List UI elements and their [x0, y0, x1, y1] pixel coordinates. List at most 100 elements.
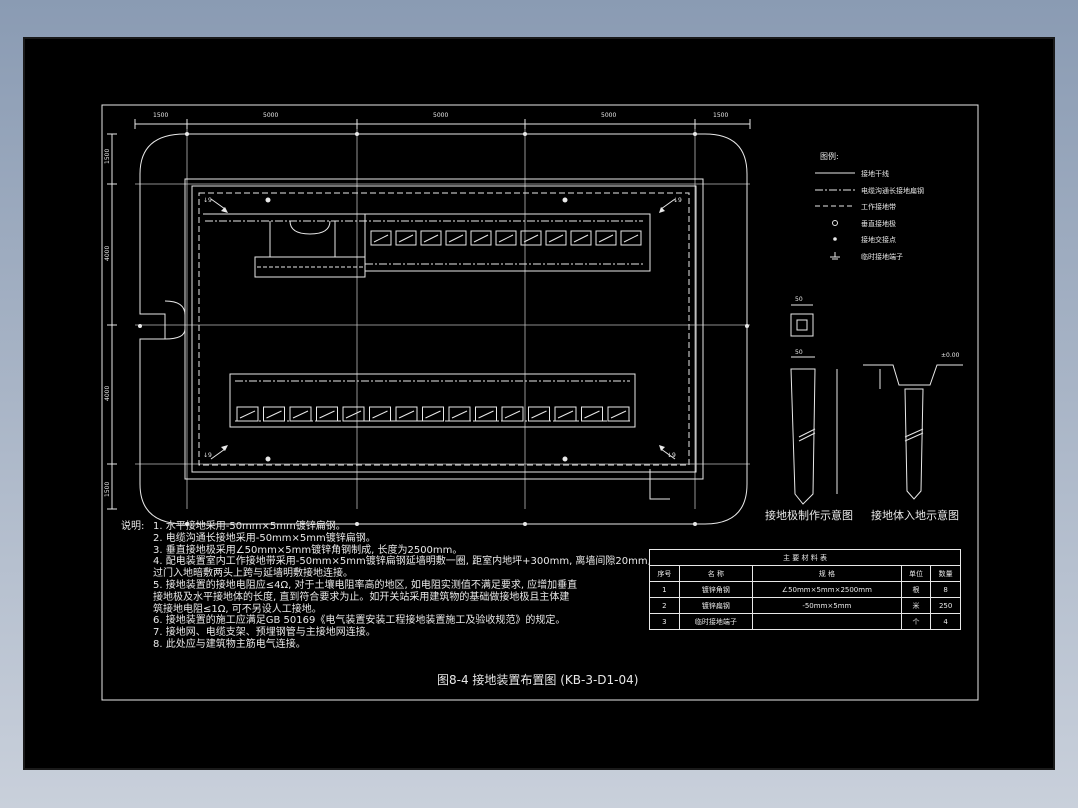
legend-title: 图例: — [820, 152, 839, 161]
cabinet-mark — [557, 410, 574, 419]
lower-cable-trench — [229, 373, 636, 428]
materials-cell: 8 — [930, 581, 961, 598]
cabinet-mark — [473, 234, 489, 243]
materials-header-cell: 规 格 — [752, 565, 902, 582]
upper-cabinet-row — [370, 230, 642, 246]
cabinet — [263, 406, 285, 422]
notes-title: 说明: — [121, 521, 145, 532]
legend-item-label: 接地干线 — [861, 170, 889, 178]
note-item: 接地极及水平接地体的长度, 直到符合要求为止。如开关站采用建筑物的基础做接地极且… — [153, 591, 570, 603]
cabinet-mark — [504, 410, 521, 419]
materials-cell: 镀锌角钢 — [678, 581, 754, 598]
dim-top-1: 1500 — [153, 112, 168, 119]
cabinet — [422, 406, 444, 422]
legend-item-label: 工作接地带 — [861, 203, 896, 211]
cabinet — [475, 406, 497, 422]
grade-elevation-mark: ±0.00 — [941, 352, 960, 359]
cabinet — [289, 406, 312, 422]
dim-top-3: 5000 — [433, 112, 448, 119]
materials-cell: 3 — [649, 613, 680, 630]
legend-item: 接地交接点 — [815, 235, 896, 245]
cabinet-mark — [584, 410, 600, 419]
door-right — [649, 469, 670, 500]
cabinet-mark — [598, 234, 614, 243]
legend-item-label: 接地交接点 — [861, 236, 896, 244]
notes-list: 1. 水平接地采用-50mm×5mm镀锌扁钢。2. 电缆沟通长接地采用-50mm… — [153, 521, 651, 651]
cabinet — [607, 406, 630, 422]
materials-table-header: 序号名 称规 格单位数量 — [649, 565, 961, 582]
cabinet-mark — [373, 234, 389, 243]
detail-electrode-in-ground — [863, 364, 963, 500]
inner-border — [101, 104, 979, 701]
dim-left-2: 4000 — [104, 246, 111, 261]
lower-cabinet-row — [236, 406, 630, 422]
outer-grounding-loop — [139, 133, 748, 525]
cabinet — [520, 230, 542, 246]
building-outer-wall — [184, 178, 704, 480]
cabinet-mark — [423, 234, 439, 243]
note-item: 过门入地暗敷两头上跨与延墙明敷接地连接。 — [153, 568, 353, 580]
note-item: 1. 水平接地采用-50mm×5mm镀锌扁钢。 — [153, 521, 346, 532]
cabinet-mark — [531, 410, 547, 419]
drawing-frame: 1500 5000 5000 5000 1500 1500 4000 4000 … — [25, 39, 1053, 768]
materials-cell: 250 — [930, 597, 961, 614]
cabinet — [316, 406, 338, 422]
materials-header-cell: 名 称 — [678, 565, 754, 582]
materials-cell: -50mm×5mm — [752, 597, 902, 614]
caption-electrode-fabrication: 接地极制作示意图 — [765, 509, 853, 522]
materials-header-cell: 数量 — [930, 565, 961, 582]
cabinet — [448, 406, 471, 422]
ground-label-tr: ↓9 — [673, 197, 682, 204]
door-arc-left — [164, 300, 186, 340]
cabinet — [501, 406, 524, 422]
dim-top-5: 1500 — [713, 112, 728, 119]
ground-symbol-icon — [815, 251, 855, 262]
axis-lines — [135, 129, 750, 509]
materials-cell: 2 — [649, 597, 680, 614]
materials-table-title: 主 要 材 料 表 — [649, 549, 961, 566]
ground-label-tl: ↓9 — [203, 197, 212, 204]
cabinet-mark — [345, 410, 362, 419]
cabinet — [545, 230, 567, 246]
detail-dim-50-b: 50 — [795, 349, 803, 356]
dim-top-2: 5000 — [263, 112, 278, 119]
legend-item-label: 电缆沟通长接地扁钢 — [861, 186, 924, 195]
cabinet — [620, 230, 642, 246]
note-item: 2. 电缆沟通长接地采用-50mm×5mm镀锌扁钢。 — [153, 532, 376, 544]
cabinet-mark — [425, 410, 441, 419]
materials-cell — [752, 613, 902, 630]
cabinet-mark — [610, 410, 627, 419]
cabinet-mark — [239, 410, 256, 419]
legend-item: 工作接地带 — [815, 202, 896, 212]
cad-drawing: 1500 5000 5000 5000 1500 1500 4000 4000 … — [101, 104, 979, 701]
cabinet-mark — [573, 234, 589, 243]
cabinet-mark — [292, 410, 309, 419]
cabinet — [595, 230, 617, 246]
legend-item: 临时接地端子 — [815, 251, 903, 262]
cabinet-mark — [623, 234, 639, 243]
materials-cell: 临时接地端子 — [678, 613, 754, 630]
cabinet-mark — [372, 410, 388, 419]
work-grounding-band — [198, 192, 690, 466]
materials-cell: 米 — [900, 597, 932, 614]
cabinet — [395, 230, 417, 246]
cabinet-mark — [478, 410, 494, 419]
materials-cell: 个 — [900, 613, 932, 630]
cabinet-mark — [451, 410, 468, 419]
drawing-title: 图8-4 接地装置布置图 (KB-3-D1-04) — [437, 673, 639, 687]
legend-item: 电缆沟通长接地扁钢 — [815, 186, 924, 196]
materials-cell: 根 — [900, 581, 932, 598]
cabinet — [370, 230, 392, 246]
materials-cell: ∠50mm×5mm×2500mm — [752, 581, 902, 598]
cabinet — [570, 230, 592, 246]
dim-top-4: 5000 — [601, 112, 616, 119]
dashed-line-icon — [815, 202, 855, 212]
cabinet — [581, 406, 603, 422]
note-item: 筑接地电阻≤1Ω, 可不另设人工接地。 — [153, 603, 322, 615]
detail-dim-50-a: 50 — [795, 296, 803, 303]
cabinet-mark — [548, 234, 564, 243]
dim-left-1: 1500 — [104, 149, 111, 164]
